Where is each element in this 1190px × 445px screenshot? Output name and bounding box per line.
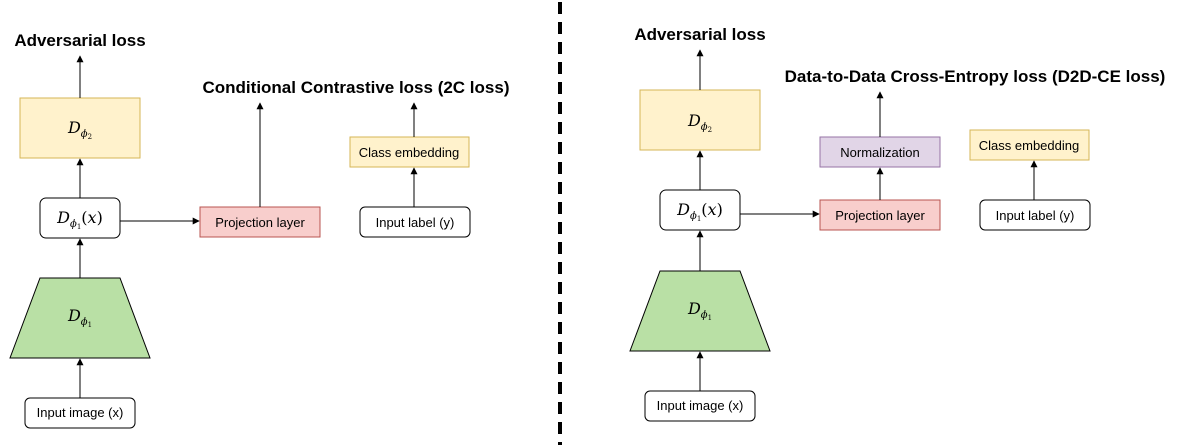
left-class-embedding-label: Class embedding	[359, 145, 459, 160]
right-panel: Adversarial loss Data-to-Data Cross-Entr…	[629, 25, 1166, 422]
right-input-image-label: Input image (x)	[657, 398, 744, 413]
left-projection-layer-label: Projection layer	[215, 215, 305, 230]
right-projection-layer-box	[819, 199, 941, 231]
right-input-label-label: Input label (y)	[996, 208, 1075, 223]
left-d-phi1-trapezoid	[9, 277, 151, 359]
left-input-image-label: Input image (x)	[37, 405, 124, 420]
right-projection-layer-label: Projection layer	[835, 208, 925, 223]
left-class-embedding-box	[349, 136, 470, 168]
left-panel: Adversarial loss Conditional Contrastive…	[9, 31, 510, 429]
left-input-label-label: Input label (y)	[376, 215, 455, 230]
right-d-phi1-x-label: Dϕ1(x)	[676, 200, 723, 223]
right-input-label-box	[979, 199, 1091, 231]
left-d-phi2-label: Dϕ2	[67, 118, 92, 141]
right-normalization-label: Normalization	[840, 145, 919, 160]
right-d-phi2-label: Dϕ2	[687, 111, 712, 134]
right-d-phi2-box	[639, 89, 761, 151]
right-d2d-loss-label: Data-to-Data Cross-Entropy loss (D2D-CE …	[785, 67, 1166, 86]
right-d-phi1-trapezoid	[629, 270, 771, 352]
left-contrastive-loss-label: Conditional Contrastive loss (2C loss)	[203, 78, 510, 97]
right-adversarial-loss-label: Adversarial loss	[634, 25, 765, 44]
right-d-phi1-x-box	[659, 189, 741, 231]
left-d-phi1-label: Dϕ1	[67, 306, 92, 329]
right-d-phi1-label: Dϕ1	[687, 299, 712, 322]
left-d-phi2-box	[19, 97, 141, 159]
left-d-phi1-x-label: Dϕ1(x)	[56, 208, 103, 231]
right-class-embedding-box	[969, 129, 1090, 161]
left-input-label-box	[359, 206, 471, 238]
left-d-phi1-x-box	[39, 197, 121, 239]
right-class-embedding-label: Class embedding	[979, 138, 1079, 153]
left-adversarial-loss-label: Adversarial loss	[14, 31, 145, 50]
